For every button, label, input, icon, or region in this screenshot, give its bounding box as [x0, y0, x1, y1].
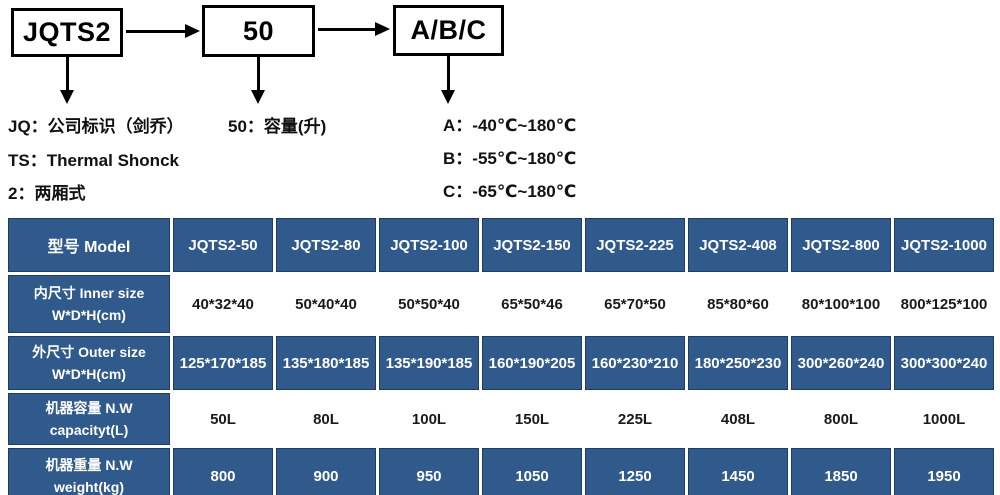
- inner-size-value-jqts2-80: 50*40*40: [276, 275, 376, 333]
- model-header-jqts2-800: JQTS2-800: [791, 218, 891, 272]
- row-label-zh: 机器容量 N.W: [45, 400, 133, 416]
- model-code-box-capacity: 50: [202, 5, 315, 57]
- arrow-down-2-icon: [251, 90, 265, 104]
- weight-value-jqts2-80: 900: [276, 448, 376, 495]
- inner-size-value-jqts2-1000: 800*125*100: [894, 275, 994, 333]
- arrow-right-1-icon: [185, 24, 200, 38]
- capacity-value-jqts2-1000: 1000L: [894, 393, 994, 445]
- arrow-right-1-shaft: [126, 30, 185, 33]
- arrow-down-3-shaft: [447, 56, 450, 90]
- inner-size-value-jqts2-408: 85*80*60: [688, 275, 788, 333]
- model-header-jqts2-50: JQTS2-50: [173, 218, 273, 272]
- weight-value-jqts2-50: 800: [173, 448, 273, 495]
- row-label-en: W*D*H(cm): [52, 366, 126, 382]
- capacity-value-jqts2-800: 800L: [791, 393, 891, 445]
- model-header-jqts2-1000: JQTS2-1000: [894, 218, 994, 272]
- note-50: 50：容量(升): [228, 117, 327, 136]
- note-ts: TS：Thermal Shonck: [8, 151, 179, 170]
- capacity-value-jqts2-225: 225L: [585, 393, 685, 445]
- inner-size-value-jqts2-100: 50*50*40: [379, 275, 479, 333]
- capacity-value-jqts2-100: 100L: [379, 393, 479, 445]
- outer-size-value-jqts2-100: 135*190*185: [379, 336, 479, 390]
- model-code-box-series: JQTS2: [11, 8, 123, 57]
- weight-value-jqts2-225: 1250: [585, 448, 685, 495]
- capacity-value-jqts2-150: 150L: [482, 393, 582, 445]
- model-code-box-range: A/B/C: [393, 5, 504, 56]
- row-label-en: capacityt(L): [49, 422, 129, 438]
- arrow-down-1-shaft: [66, 57, 69, 90]
- arrow-down-3-icon: [441, 90, 455, 104]
- model-header-jqts2-225: JQTS2-225: [585, 218, 685, 272]
- model-header-jqts2-150: JQTS2-150: [482, 218, 582, 272]
- row-label-capacity: 机器容量 N.W capacityt(L): [8, 393, 170, 445]
- inner-size-value-jqts2-800: 80*100*100: [791, 275, 891, 333]
- capacity-value-jqts2-80: 80L: [276, 393, 376, 445]
- capacity-value-jqts2-408: 408L: [688, 393, 788, 445]
- arrow-right-2-icon: [375, 22, 390, 36]
- note-range-b: B：-55℃~180℃: [443, 149, 577, 168]
- arrow-right-2-shaft: [318, 28, 375, 31]
- model-header-jqts2-80: JQTS2-80: [276, 218, 376, 272]
- note-range-a: A：-40℃~180℃: [443, 116, 577, 135]
- row-label-en: W*D*H(cm): [52, 307, 126, 323]
- outer-size-value-jqts2-408: 180*250*230: [688, 336, 788, 390]
- weight-value-jqts2-1000: 1950: [894, 448, 994, 495]
- capacity-value-jqts2-50: 50L: [173, 393, 273, 445]
- row-label-en: weight(kg): [54, 479, 124, 495]
- model-header-jqts2-408: JQTS2-408: [688, 218, 788, 272]
- outer-size-value-jqts2-150: 160*190*205: [482, 336, 582, 390]
- inner-size-value-jqts2-225: 65*70*50: [585, 275, 685, 333]
- note-range-c: C：-65℃~180℃: [443, 182, 577, 201]
- outer-size-value-jqts2-80: 135*180*185: [276, 336, 376, 390]
- note-jq: JQ：公司标识（剑乔）: [8, 117, 184, 136]
- arrow-down-2-shaft: [257, 57, 260, 90]
- outer-size-value-jqts2-800: 300*260*240: [791, 336, 891, 390]
- inner-size-value-jqts2-150: 65*50*46: [482, 275, 582, 333]
- model-header-jqts2-100: JQTS2-100: [379, 218, 479, 272]
- note-2: 2：两厢式: [8, 184, 86, 203]
- weight-value-jqts2-100: 950: [379, 448, 479, 495]
- row-label-zh: 机器重量 N.W: [45, 457, 133, 473]
- row-label-zh: 外尺寸 Outer size: [32, 344, 146, 360]
- weight-value-jqts2-800: 1850: [791, 448, 891, 495]
- outer-size-value-jqts2-50: 125*170*185: [173, 336, 273, 390]
- arrow-down-1-icon: [60, 90, 74, 104]
- row-label-weight: 机器重量 N.W weight(kg): [8, 448, 170, 495]
- inner-size-value-jqts2-50: 40*32*40: [173, 275, 273, 333]
- weight-value-jqts2-408: 1450: [688, 448, 788, 495]
- outer-size-value-jqts2-1000: 300*300*240: [894, 336, 994, 390]
- weight-value-jqts2-150: 1050: [482, 448, 582, 495]
- outer-size-value-jqts2-225: 160*230*210: [585, 336, 685, 390]
- table-corner-header: 型号 Model: [8, 218, 170, 272]
- row-label-zh: 内尺寸 Inner size: [33, 285, 145, 301]
